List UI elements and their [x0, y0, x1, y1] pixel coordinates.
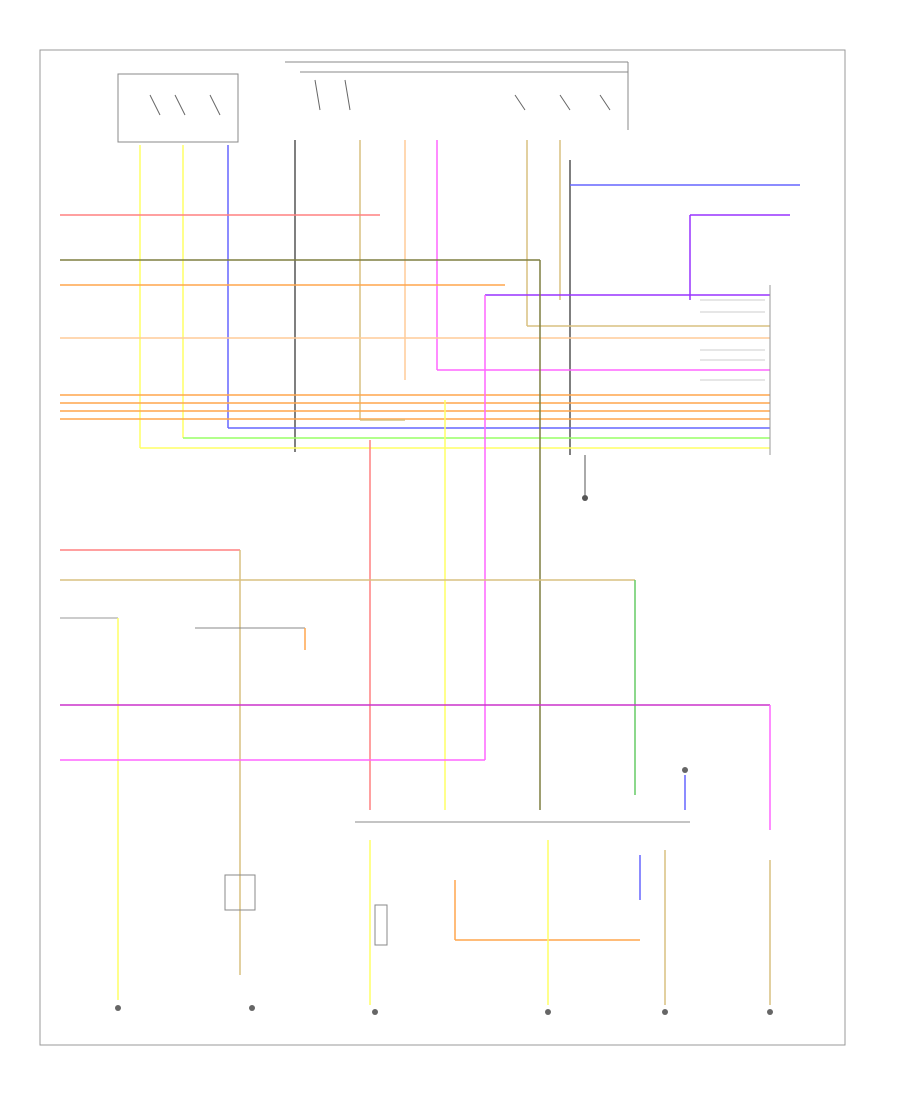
relay-switch-1 — [149, 94, 161, 116]
ground-icon-3 — [372, 1009, 378, 1015]
relay-box — [117, 73, 239, 143]
relay-switch-2 — [174, 94, 186, 116]
component-box-2 — [374, 904, 388, 946]
module-pins — [700, 299, 765, 381]
ground-icon-top — [682, 767, 688, 773]
relay-switch-3 — [209, 94, 221, 116]
top-switch-2 — [344, 79, 351, 111]
ground-icon-1 — [115, 1005, 121, 1011]
ground-icon-6 — [767, 1009, 773, 1015]
component-box-1 — [224, 874, 256, 911]
top-switch-1 — [314, 79, 321, 111]
ground-icon-2 — [249, 1005, 255, 1011]
ground-icon-4 — [545, 1009, 551, 1015]
ground-icon-5 — [662, 1009, 668, 1015]
ground-mid-icon — [582, 495, 588, 501]
top-switch-4 — [559, 94, 571, 111]
top-switch-5 — [599, 94, 611, 111]
top-switch-3 — [514, 94, 526, 111]
diagram-frame — [39, 49, 846, 1046]
